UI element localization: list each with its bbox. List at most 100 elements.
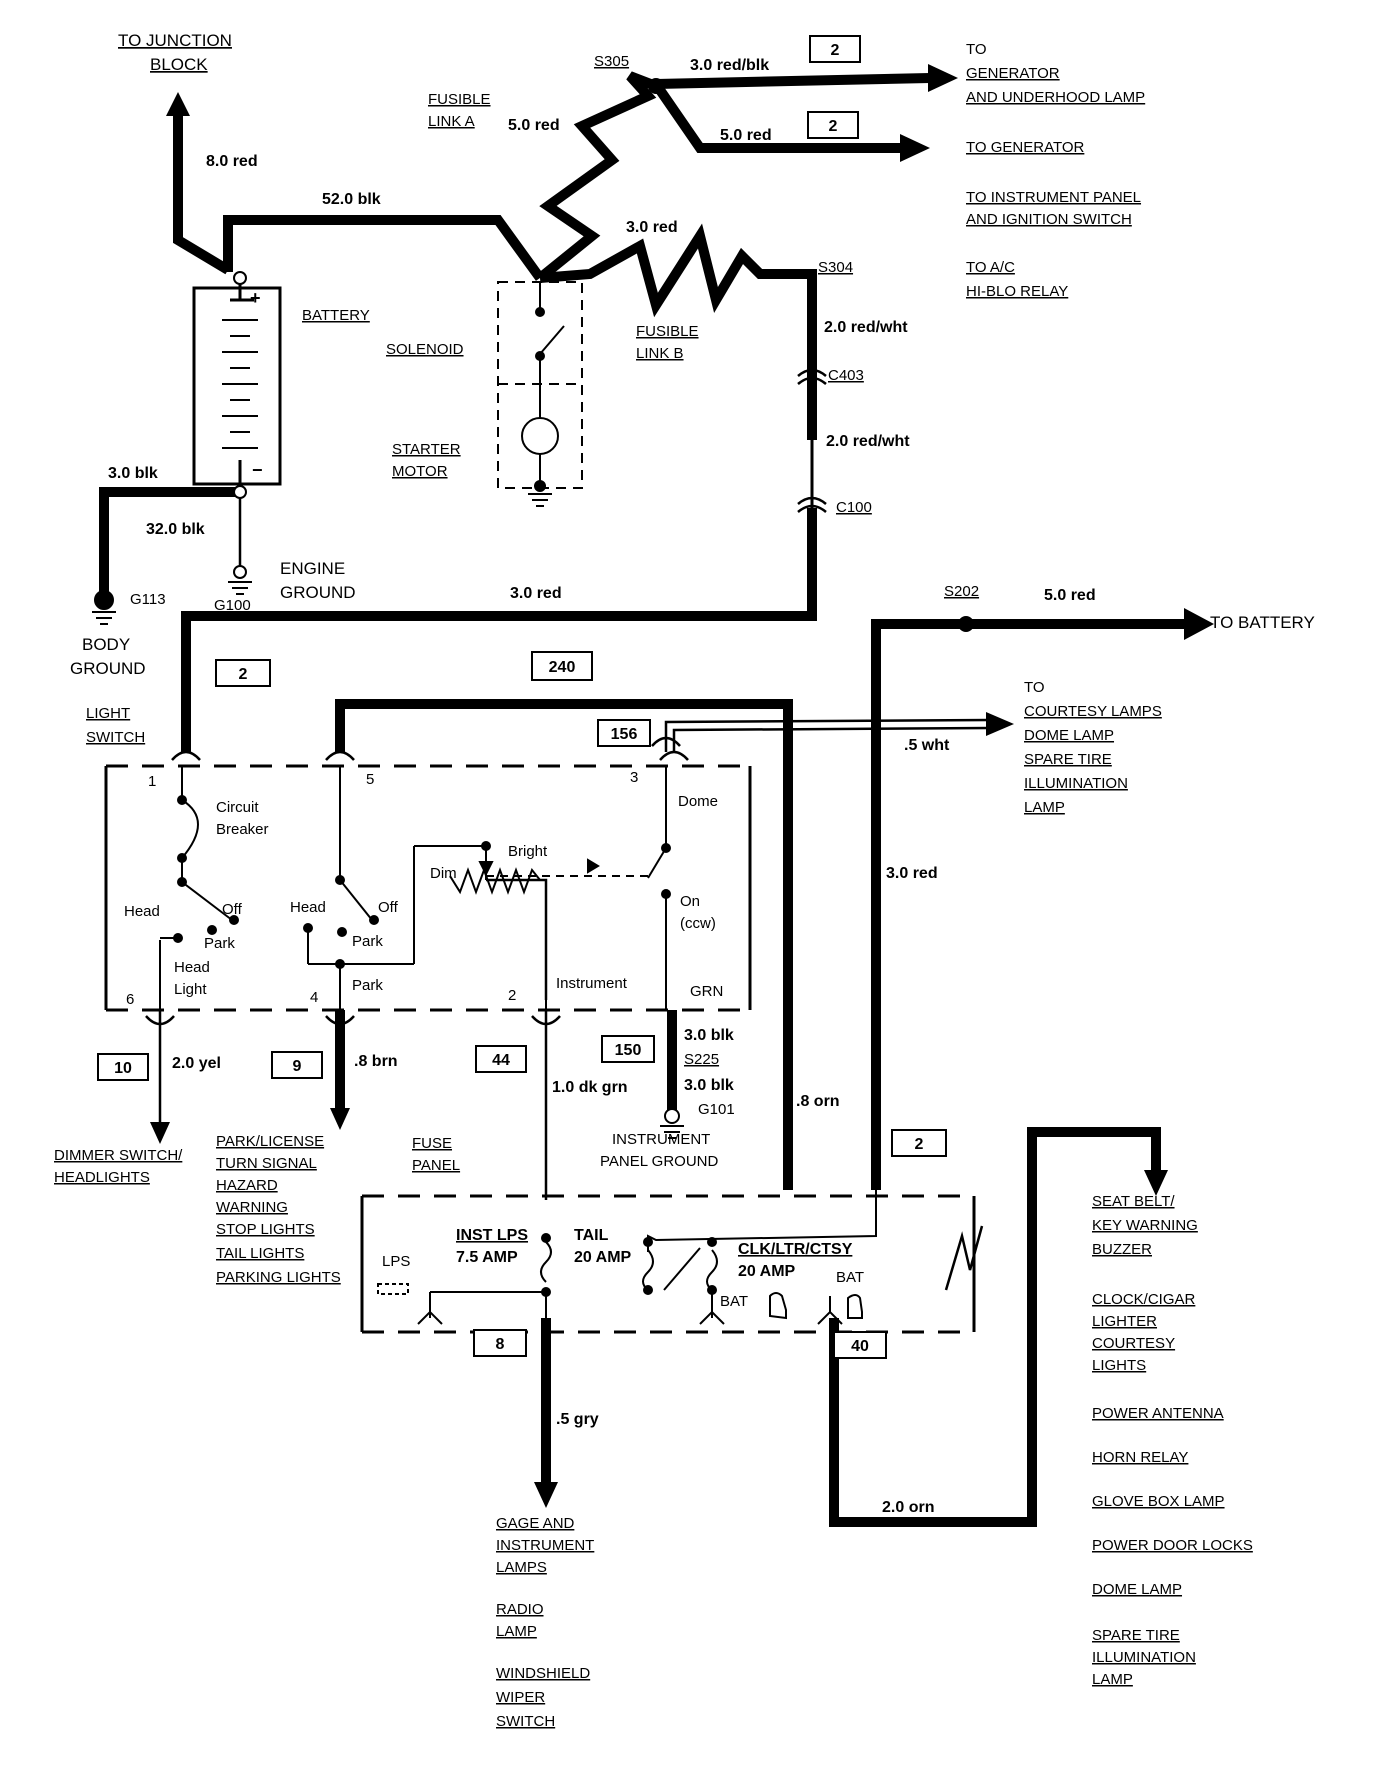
label-clock-1: CLOCK/CIGAR	[1092, 1291, 1196, 1308]
label-pin-3: 3	[630, 769, 638, 786]
label-fuse-panel-1: FUSE	[412, 1135, 452, 1152]
box-156: 156	[597, 719, 651, 747]
label-w-5red-a: 5.0 red	[508, 117, 560, 134]
wire-3blk	[99, 487, 240, 598]
wire-240	[335, 699, 793, 1190]
label-gage-3: LAMPS	[496, 1559, 547, 1576]
box-2d: 2	[891, 1129, 947, 1157]
s304-node	[807, 269, 817, 279]
box-44: 44	[475, 1045, 527, 1073]
label-body-ground-2: GROUND	[70, 659, 146, 678]
label-w-8orn: .8 orn	[796, 1093, 840, 1110]
arrow-to-generator-a	[928, 64, 958, 92]
label-to-ip-1: TO INSTRUMENT PANEL	[966, 189, 1141, 206]
label-circuit-breaker-2: Breaker	[216, 821, 269, 838]
svg-text:8: 8	[496, 1336, 505, 1353]
label-w-3blk: 3.0 blk	[108, 465, 158, 482]
labels: TO JUNCTION BLOCK 8.0 red 52.0 blk BATTE…	[54, 31, 1315, 1730]
label-light-switch-1: LIGHT	[86, 705, 130, 722]
box-8: 8	[473, 1329, 527, 1357]
label-park-a: Park	[204, 935, 235, 952]
label-courtesy-2: DOME LAMP	[1024, 727, 1114, 744]
label-gage-1: GAGE AND	[496, 1515, 575, 1532]
ground-g113	[92, 590, 116, 625]
label-gage-2: INSTRUMENT	[496, 1537, 594, 1554]
label-park-list-7: PARKING LIGHTS	[216, 1269, 341, 1286]
label-fusible-a-1: FUSIBLE	[428, 91, 491, 108]
label-dim: Dim	[430, 865, 457, 882]
label-s225: S225	[684, 1051, 719, 1068]
label-pin-2: 2	[508, 987, 516, 1004]
arrow-gry	[534, 1482, 558, 1508]
label-clock-3: COURTESY	[1092, 1335, 1175, 1352]
label-fusible-b-2: LINK B	[636, 345, 684, 362]
label-clock-4: LIGHTS	[1092, 1357, 1146, 1374]
label-on-ccw-1: On	[680, 893, 700, 910]
label-grn: GRN	[690, 983, 723, 1000]
solenoid-starter[interactable]	[497, 281, 583, 507]
label-park-b: Park	[352, 933, 383, 950]
label-to-ac-1: TO A/C	[966, 259, 1015, 276]
label-pin-6: 6	[126, 991, 134, 1008]
battery-neg-node	[233, 485, 247, 499]
label-park-c: Park	[352, 977, 383, 994]
label-wiper-3: SWITCH	[496, 1713, 555, 1730]
label-to-junction-1: TO JUNCTION	[118, 31, 232, 50]
label-c403: C403	[828, 367, 864, 384]
label-park-list-4: WARNING	[216, 1199, 288, 1216]
label-horn-relay: HORN RELAY	[1092, 1449, 1188, 1466]
label-dimmer-2: HEADLIGHTS	[54, 1169, 150, 1186]
connector-c403[interactable]	[797, 368, 827, 385]
label-to-gen-2: GENERATOR	[966, 65, 1060, 82]
label-bright: Bright	[508, 843, 548, 860]
label-light-switch-2: SWITCH	[86, 729, 145, 746]
label-to-gen-3: AND UNDERHOOD LAMP	[966, 89, 1145, 106]
label-bat-a: BAT	[720, 1293, 748, 1310]
box-2a: 2	[809, 35, 861, 63]
label-w-5gry: .5 gry	[556, 1411, 599, 1428]
label-head-b: Head	[290, 899, 326, 916]
label-w-2redwht-b: 2.0 red/wht	[826, 433, 910, 450]
label-body-ground-1: BODY	[82, 635, 130, 654]
label-engine-ground-1: ENGINE	[280, 559, 345, 578]
label-w-8red: 8.0 red	[206, 153, 258, 170]
fusible-link-a[interactable]	[536, 71, 658, 282]
label-w-3red-right: 3.0 red	[886, 865, 938, 882]
label-s304: S304	[818, 259, 853, 276]
fusible-link-b[interactable]	[539, 223, 817, 440]
label-w-5wht: .5 wht	[904, 737, 950, 754]
label-power-antenna: POWER ANTENNA	[1092, 1405, 1224, 1422]
label-w-5red-c: 5.0 red	[1044, 587, 1096, 604]
label-dome: Dome	[678, 793, 718, 810]
s202-node	[958, 616, 974, 632]
heavy-wires	[99, 71, 1186, 1527]
label-g100: G100	[214, 597, 251, 614]
box-150: 150	[601, 1035, 655, 1063]
label-tail-2: 20 AMP	[574, 1249, 632, 1266]
label-clk-2: 20 AMP	[738, 1263, 796, 1280]
label-wiper-2: WIPER	[496, 1689, 545, 1706]
label-inst-lps-1: INST LPS	[456, 1227, 528, 1244]
box-240: 240	[531, 651, 593, 681]
svg-text:240: 240	[549, 659, 576, 676]
label-w-3red-fl: 3.0 red	[626, 219, 678, 236]
svg-text:9: 9	[293, 1058, 302, 1075]
connector-c100[interactable]	[797, 496, 827, 513]
label-w-1dkgrn: 1.0 dk grn	[552, 1079, 628, 1096]
box-40: 40	[833, 1331, 887, 1359]
label-fusible-b-1: FUSIBLE	[636, 323, 699, 340]
label-seat-2: KEY WARNING	[1092, 1217, 1198, 1234]
label-to-ac-2: HI-BLO RELAY	[966, 283, 1068, 300]
label-to-generator: TO GENERATOR	[966, 139, 1085, 156]
arrow-seat-belt	[1144, 1170, 1168, 1196]
box-2c: 2	[215, 659, 271, 687]
label-ip-ground-1: INSTRUMENT	[612, 1131, 710, 1148]
wire-8red	[173, 115, 231, 275]
label-ip-ground-2: PANEL GROUND	[600, 1153, 719, 1170]
label-circuit-breaker-1: Circuit	[216, 799, 259, 816]
label-seat-3: BUZZER	[1092, 1241, 1152, 1258]
battery-symbol[interactable]: + −	[192, 274, 282, 492]
wire-5red-generator	[655, 87, 900, 153]
label-power-locks: POWER DOOR LOCKS	[1092, 1537, 1253, 1554]
